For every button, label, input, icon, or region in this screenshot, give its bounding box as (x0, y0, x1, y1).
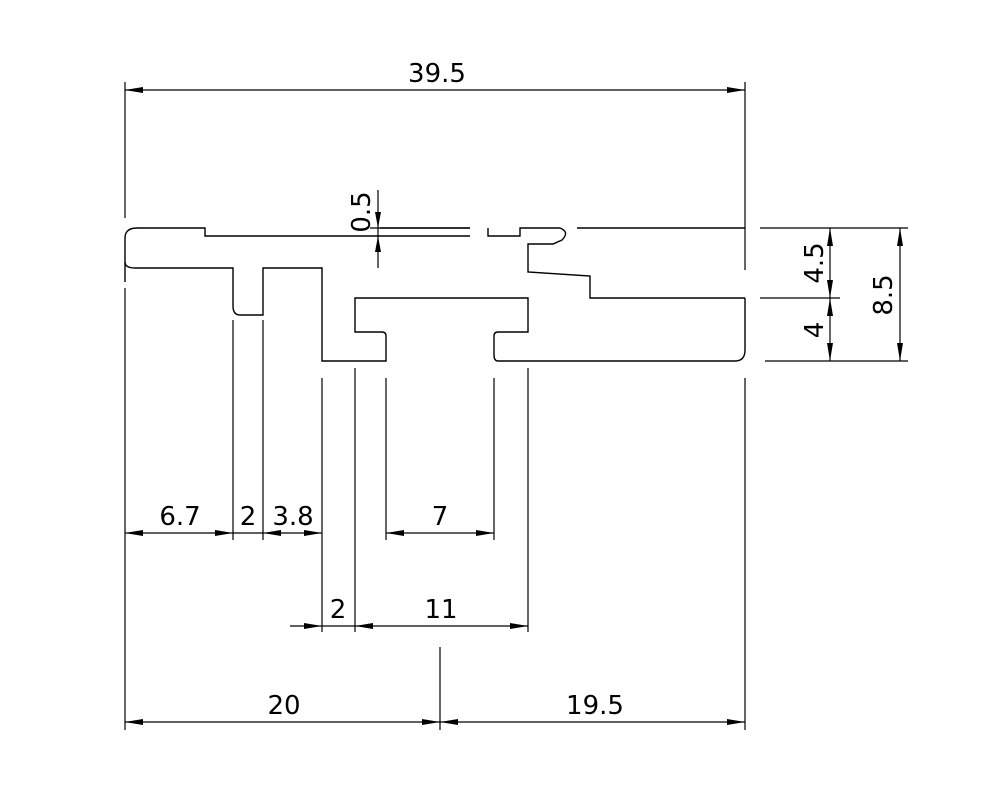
dim-right-span: 19.5 (566, 691, 624, 721)
dim-seg-a: 6.7 (159, 502, 200, 532)
dim-slot-outer: 11 (424, 595, 457, 625)
dim-total-height: 8.5 (869, 274, 899, 315)
profile-right-end (124, 261, 746, 362)
dim-upper-height: 4.5 (800, 242, 830, 283)
profile-top-right (380, 227, 745, 299)
dimension-lines (125, 87, 903, 725)
dim-lip-thickness: 0.5 (347, 191, 377, 232)
dim-overall-width: 39.5 (408, 59, 466, 89)
dim-left-span: 20 (267, 691, 300, 721)
extension-lines (124, 82, 908, 730)
dim-wall: 2 (330, 595, 347, 625)
dim-seg-c: 3.8 (272, 502, 313, 532)
dim-seg-b: 2 (240, 502, 257, 532)
dim-slot-inner: 7 (432, 502, 449, 532)
dim-lower-height: 4 (800, 322, 830, 339)
extrusion-profile (124, 227, 746, 362)
dimension-labels: 39.5 20 19.5 6.7 2 3.8 7 2 11 0.5 4.5 4 … (159, 59, 899, 721)
profile-top-left (124, 227, 470, 282)
